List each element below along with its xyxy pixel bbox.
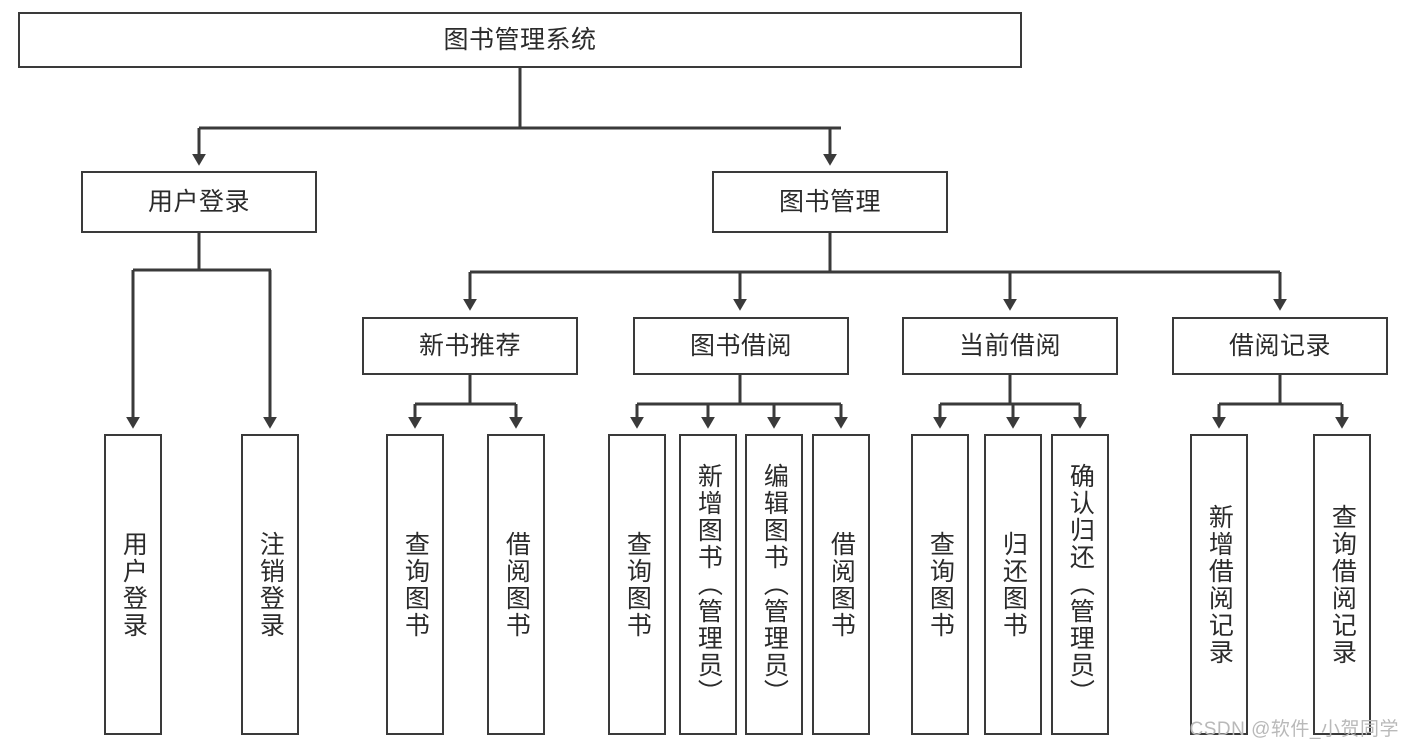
node-label: 新增图书（管理员） [694, 463, 723, 706]
node-borrow-record[interactable]: 借阅记录 [1172, 317, 1388, 375]
node-leaf-return-book[interactable]: 归还图书 [984, 434, 1042, 735]
node-leaf-query-book-recommend[interactable]: 查询图书 [386, 434, 444, 735]
node-root[interactable]: 图书管理系统 [18, 12, 1022, 68]
node-book-borrow[interactable]: 图书借阅 [633, 317, 849, 375]
csdn-watermark: CSDN @软件_小贺同学 [1189, 719, 1399, 740]
node-leaf-confirm-return[interactable]: 确认归还（管理员） [1051, 434, 1109, 735]
node-label: 编辑图书（管理员） [760, 463, 789, 706]
node-label: 用户登录 [119, 530, 148, 639]
node-label: 借阅图书 [827, 530, 856, 639]
node-label: 新增借阅记录 [1205, 503, 1234, 666]
node-label: 当前借阅 [958, 331, 1061, 360]
node-label: 查询图书 [926, 530, 955, 639]
node-label: 查询图书 [401, 530, 430, 639]
node-label: 用户登录 [147, 187, 250, 216]
node-label: 新书推荐 [418, 331, 521, 360]
node-leaf-add-borrow-record[interactable]: 新增借阅记录 [1190, 434, 1248, 735]
node-book-manage[interactable]: 图书管理 [712, 171, 948, 233]
node-label: 注销登录 [256, 530, 285, 639]
node-leaf-user-login[interactable]: 用户登录 [104, 434, 162, 735]
node-label: 归还图书 [999, 530, 1028, 639]
node-leaf-user-logout[interactable]: 注销登录 [241, 434, 299, 735]
node-current-borrow[interactable]: 当前借阅 [902, 317, 1118, 375]
node-leaf-add-book[interactable]: 新增图书（管理员） [679, 434, 737, 735]
node-user-login[interactable]: 用户登录 [81, 171, 317, 233]
node-leaf-query-book-current[interactable]: 查询图书 [911, 434, 969, 735]
node-label: 查询借阅记录 [1328, 503, 1357, 666]
node-new-book-recommend[interactable]: 新书推荐 [362, 317, 578, 375]
node-label: 图书借阅 [689, 331, 792, 360]
node-leaf-borrow-book[interactable]: 借阅图书 [812, 434, 870, 735]
node-label: 借阅图书 [502, 530, 531, 639]
node-label: 图书管理 [778, 187, 881, 216]
node-label: 借阅记录 [1228, 331, 1331, 360]
node-leaf-query-book-borrow[interactable]: 查询图书 [608, 434, 666, 735]
node-leaf-edit-book[interactable]: 编辑图书（管理员） [745, 434, 803, 735]
node-label: 查询图书 [623, 530, 652, 639]
node-label: 确认归还（管理员） [1066, 463, 1095, 706]
node-leaf-query-borrow-record[interactable]: 查询借阅记录 [1313, 434, 1371, 735]
node-leaf-borrow-book-recommend[interactable]: 借阅图书 [487, 434, 545, 735]
node-label: 图书管理系统 [443, 25, 597, 54]
